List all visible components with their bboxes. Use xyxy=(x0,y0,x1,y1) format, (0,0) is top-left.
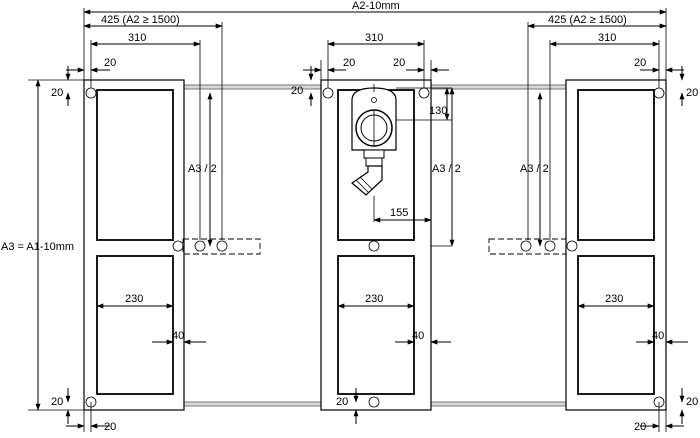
label-center-310: 310 xyxy=(365,32,383,44)
right-anchor-mid xyxy=(566,240,578,252)
label-height: A3 = A1-10mm xyxy=(1,241,74,253)
label-right-top-20: 20 xyxy=(634,57,646,69)
center-anchor-mid xyxy=(368,240,380,252)
label-right-bottom-20: 20 xyxy=(634,421,646,433)
left-upper-panel xyxy=(96,89,174,241)
left-frame xyxy=(83,79,261,411)
label-right-425: 425 (A2 ≥ 1500) xyxy=(548,14,627,26)
label-left-a3-half: A3 / 2 xyxy=(188,163,217,175)
right-bracket-hole-2 xyxy=(544,240,556,252)
label-center-top-20-left: 20 xyxy=(343,57,355,69)
center-anchor-bottom xyxy=(368,396,380,408)
label-right-a3-half: A3 / 2 xyxy=(520,163,549,175)
label-left-425: 425 (A2 ≥ 1500) xyxy=(101,14,180,26)
left-mount-bracket xyxy=(182,238,261,255)
label-total-width: A2-10mm xyxy=(352,0,400,12)
right-frame xyxy=(488,79,667,411)
right-mount-bracket xyxy=(488,238,567,255)
center-lower-panel xyxy=(337,255,415,395)
label-left-side-20-top: 20 xyxy=(51,87,63,99)
center-frame xyxy=(320,79,432,411)
label-center-a3-half: A3 / 2 xyxy=(432,163,461,175)
rail-bottom-left xyxy=(183,401,322,407)
label-left-40: 40 xyxy=(172,330,184,342)
dimension-lines xyxy=(28,8,688,432)
label-center-side-20-bottom: 20 xyxy=(336,396,348,408)
label-right-40: 40 xyxy=(652,330,664,342)
label-155: 155 xyxy=(390,207,408,219)
label-center-side-20-top: 20 xyxy=(291,85,303,97)
label-left-side-20-bottom: 20 xyxy=(51,396,63,408)
right-bracket-hole-1 xyxy=(520,240,532,252)
rail-bottom-right xyxy=(430,401,567,407)
label-left-top-20: 20 xyxy=(104,57,116,69)
label-left-230: 230 xyxy=(125,293,143,305)
label-center-40: 40 xyxy=(412,330,424,342)
left-lower-panel xyxy=(96,255,174,395)
label-right-side-20-top: 20 xyxy=(686,87,698,99)
label-center-top-20-right: 20 xyxy=(393,57,405,69)
label-center-230: 230 xyxy=(365,293,383,305)
drain-fitting xyxy=(351,87,397,196)
left-bracket-hole-1 xyxy=(194,240,206,252)
label-130: 130 xyxy=(429,105,447,117)
label-right-310: 310 xyxy=(598,32,616,44)
label-right-230: 230 xyxy=(605,293,623,305)
label-right-side-20-bottom: 20 xyxy=(686,396,698,408)
right-upper-panel xyxy=(577,89,655,241)
label-left-310: 310 xyxy=(128,32,146,44)
left-bracket-hole-2 xyxy=(216,240,228,252)
right-lower-panel xyxy=(577,255,655,395)
label-left-bottom-20: 20 xyxy=(104,421,116,433)
